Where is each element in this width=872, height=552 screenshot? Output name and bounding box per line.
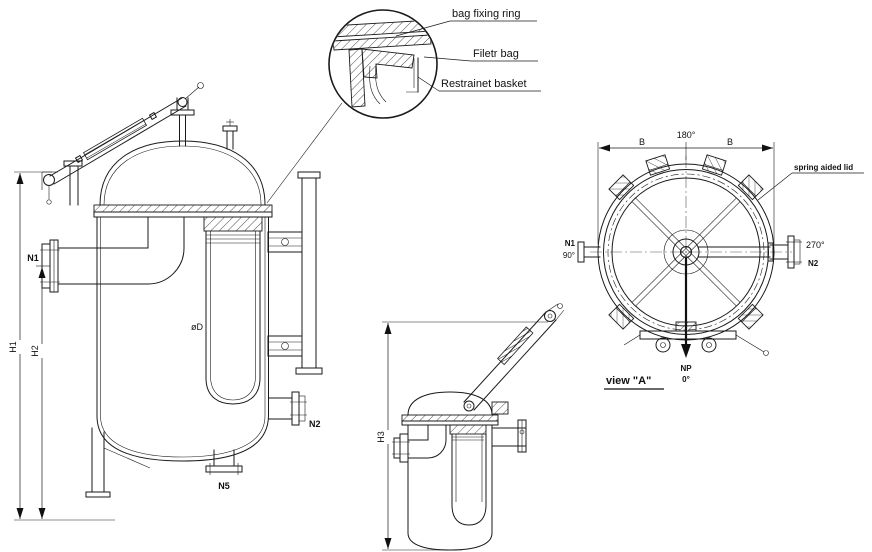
top-nozzle-n1: N1 90°: [563, 239, 601, 263]
restrainer-basket-text: Restrainet basket: [441, 78, 527, 90]
np-label: NP: [680, 364, 692, 373]
angle-270-label: 270°: [806, 240, 825, 250]
bag-collar-section: [203, 216, 263, 232]
detail-leader-line: [266, 102, 343, 204]
detail-circle: [328, 9, 438, 119]
nozzle-n1-label: N1: [27, 253, 39, 263]
view-a-text: view "A": [606, 375, 651, 387]
bag-fixing-ring-text: bag fixing ring: [452, 8, 521, 20]
dim-h3-label: H3: [376, 431, 386, 443]
dimension-h3: H3: [376, 321, 548, 551]
clamp-lug: [645, 154, 671, 176]
label-bag-fixing-ring: bag fixing ring: [395, 8, 537, 37]
clamp-lug: [737, 303, 764, 330]
clamp-lug: [608, 303, 635, 330]
nozzle-n2-label: N2: [309, 419, 321, 429]
angle-0-label: 0°: [682, 375, 690, 384]
detail-section: [330, 19, 434, 108]
label-filter-bag: Filetr bag: [423, 48, 538, 62]
nozzle-n5-label: N5: [218, 481, 230, 491]
filter-basket: [205, 230, 261, 405]
clamp-lug: [608, 174, 635, 201]
nozzle-n5: N5: [205, 449, 243, 491]
lid-hinge-assembly: [623, 321, 769, 356]
inlet-elbow-pipe: [57, 216, 185, 285]
dimension-180: 180° B B: [597, 130, 775, 244]
detail-callout: bag fixing ring Filetr bag Restrainet ba…: [266, 8, 541, 204]
view-a-label: view "A": [604, 375, 664, 390]
label-restrainer-basket: Restrainet basket: [417, 76, 541, 92]
dimension-h2: H2: [30, 265, 50, 519]
lid-davit-mast: [267, 171, 323, 375]
dim-b-left-label: B: [639, 137, 645, 147]
dim-h2-label: H2: [30, 345, 40, 357]
vessel-shell: [96, 216, 270, 462]
angle-90-label: 90°: [563, 251, 575, 260]
vent-fitting: [222, 119, 238, 150]
spring-aided-lid-text: spring aided lid: [794, 163, 853, 172]
clamp-lug: [701, 154, 727, 176]
label-spring-aided-lid: spring aided lid: [757, 163, 864, 201]
top-n2-label: N2: [808, 259, 819, 268]
top-view-a: 270° N2 N1 90° 180° B B spring aided lid: [563, 130, 864, 390]
top-n1-label: N1: [565, 239, 576, 248]
body-flange: [93, 204, 273, 244]
dim-b-right-label: B: [727, 137, 733, 147]
lid-ribs: [631, 197, 741, 307]
dim-h1-label: H1: [8, 341, 18, 353]
diameter-label: øD: [191, 322, 203, 332]
lid-davit-arm: [41, 97, 187, 206]
front-elevation-view: N1 N2 N5: [8, 82, 323, 521]
top-nozzle-n2: 270° N2: [769, 235, 825, 269]
dimension-h1: H1: [8, 171, 115, 521]
clamp-lug: [737, 174, 764, 201]
vessel-dome-head: [99, 140, 266, 206]
side-elevation-view: H3: [376, 303, 565, 551]
open-lid-arm: [463, 303, 565, 412]
nozzle-n2: N2: [268, 391, 321, 429]
dim-180-label: 180°: [677, 130, 696, 140]
support-leg: [85, 427, 151, 498]
north-pointer: NP 0°: [680, 258, 692, 384]
lid-lifting-rod: [170, 82, 204, 147]
filter-bag-text: Filetr bag: [473, 48, 519, 60]
